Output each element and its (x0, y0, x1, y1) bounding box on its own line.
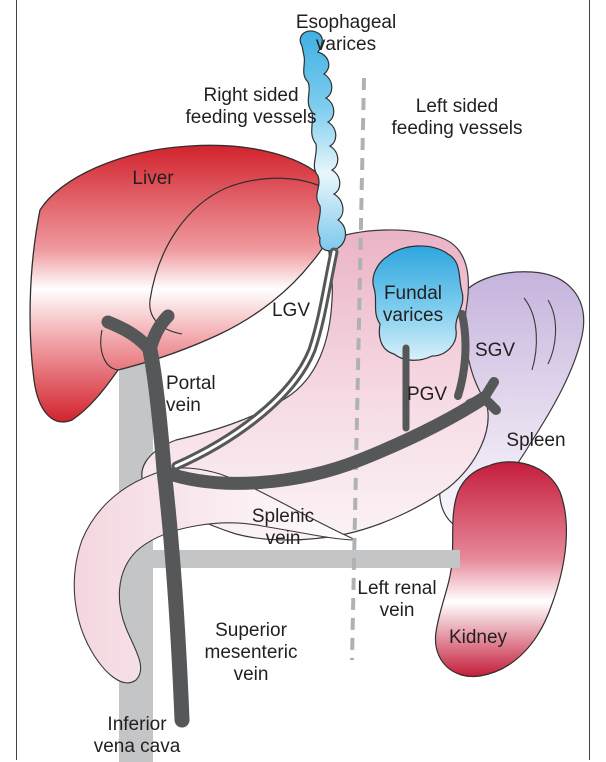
label-liver: Liver (118, 168, 188, 190)
label-superior-mesenteric-vein: Superior mesenteric vein (196, 620, 306, 686)
label-inferior-vena-cava: Inferior vena cava (82, 714, 192, 758)
label-fundal-varices: Fundal varices (368, 283, 458, 327)
label-spleen: Spleen (498, 430, 574, 452)
label-left-renal-vein: Left renal vein (342, 578, 452, 622)
label-pgv: PGV (404, 384, 450, 406)
label-sgv: SGV (470, 340, 520, 362)
label-right-sided-feeding-vessels: Right sided feeding vessels (176, 85, 326, 129)
label-esophageal-varices: Esophageal varices (286, 12, 406, 56)
label-lgv: LGV (266, 300, 316, 322)
label-portal-vein: Portal vein (166, 373, 236, 417)
label-left-sided-feeding-vessels: Left sided feeding vessels (382, 96, 532, 140)
label-splenic-vein: Splenic vein (238, 506, 328, 550)
label-kidney: Kidney (438, 627, 518, 649)
left-renal-vein (150, 550, 460, 568)
